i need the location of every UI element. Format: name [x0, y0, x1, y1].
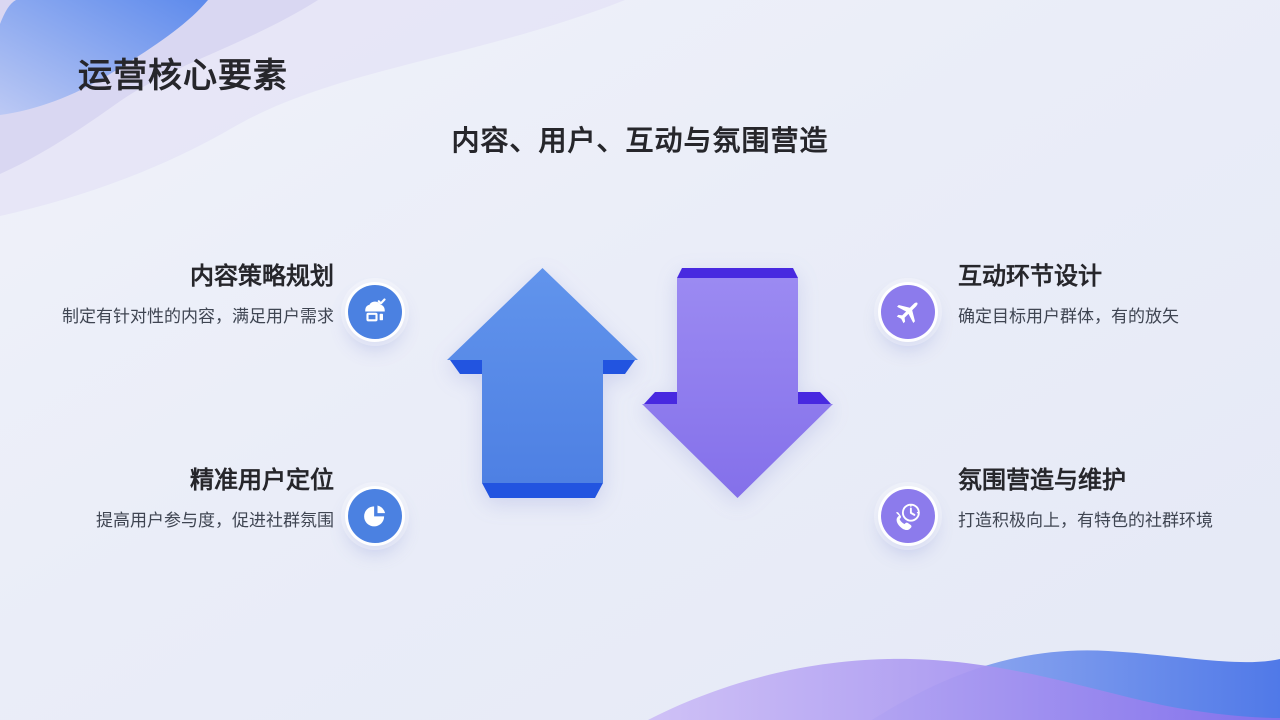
slide-subtitle: 内容、用户、互动与氛围营造: [451, 125, 829, 156]
storefront-check-icon: [365, 298, 386, 322]
feature-desc: 确定目标用户群体，有的放矢: [958, 307, 1179, 326]
user-targeting-badge: [348, 489, 402, 543]
bottom-right-blue-wave: [872, 650, 1280, 720]
up-arrow-shape: [447, 268, 638, 498]
down-arrow-shape: [642, 268, 833, 498]
feature-title: 精准用户定位: [190, 467, 334, 494]
slide-title: 运营核心要素: [78, 57, 288, 95]
airplane-icon: [896, 302, 918, 324]
feature-title: 氛围营造与维护: [958, 467, 1126, 494]
feature-title: 互动环节设计: [958, 263, 1102, 290]
feature-desc: 制定有针对性的内容，满足用户需求: [62, 307, 334, 326]
feature-user-targeting: 精准用户定位 提高用户参与度，促进社群氛围: [62, 467, 334, 532]
bottom-right-purple-wave: [648, 658, 1280, 720]
feature-interaction-design: 互动环节设计 确定目标用户群体，有的放矢: [958, 263, 1250, 328]
feature-desc: 提高用户参与度，促进社群氛围: [96, 511, 334, 530]
feature-content-strategy: 内容策略规划 制定有针对性的内容，满足用户需求: [62, 263, 334, 328]
interaction-design-badge: [881, 285, 935, 339]
pie-chart-icon: [364, 505, 386, 527]
top-left-lavender-wave-outer: [0, 0, 625, 216]
content-strategy-badge: [348, 285, 402, 339]
atmosphere-badge: [881, 489, 935, 543]
feature-title: 内容策略规划: [190, 263, 334, 290]
phone-clock-icon: [896, 503, 920, 531]
feature-atmosphere: 氛围营造与维护 打造积极向上，有特色的社群环境: [958, 467, 1250, 532]
feature-desc: 打造积极向上，有特色的社群环境: [958, 511, 1213, 530]
